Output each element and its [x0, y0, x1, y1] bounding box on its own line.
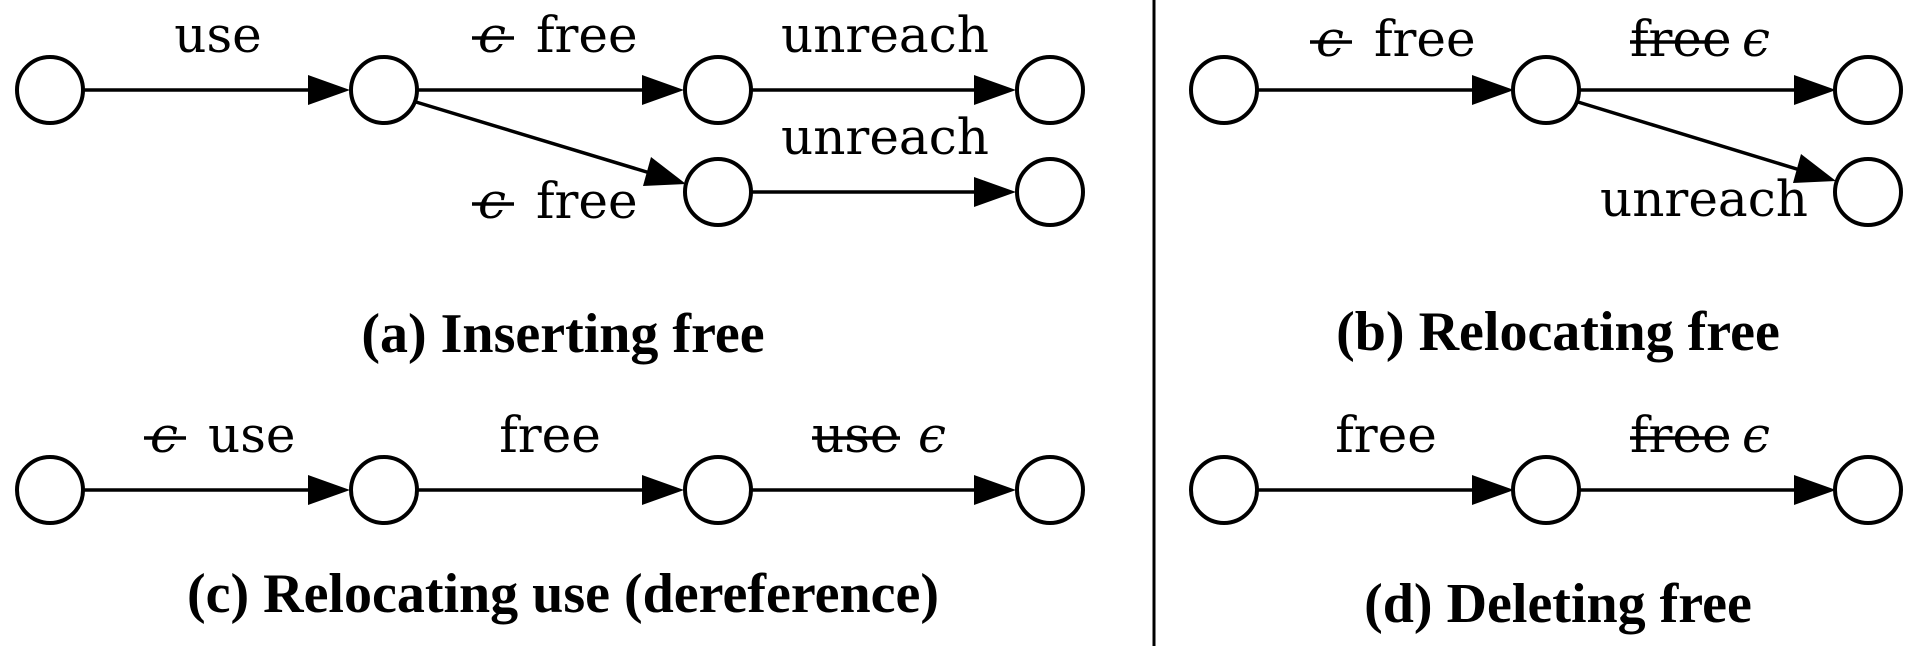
state-node [1189, 55, 1259, 125]
arrowhead [1794, 475, 1836, 505]
state-node [1511, 455, 1581, 525]
state-node [683, 157, 753, 227]
caption-a: (a) Inserting free [361, 303, 764, 365]
epsilon-symbol: ϵ [1316, 10, 1344, 68]
state-node [1015, 55, 1085, 125]
epsilon-symbol: ϵ [1742, 10, 1770, 68]
panel-c: ϵ use free use ϵ (c) Relocating use (der… [15, 406, 1085, 625]
edge-label-use: use [174, 6, 261, 64]
edge-label-use-struck: use [812, 406, 899, 464]
state-node [1015, 157, 1085, 227]
epsilon-symbol: ϵ [918, 406, 946, 464]
arrowhead [308, 75, 350, 105]
epsilon-symbol: ϵ [478, 172, 506, 230]
caption-b: (b) Relocating free [1336, 301, 1780, 363]
edge-label-free: free [536, 172, 638, 230]
arrowhead [642, 475, 684, 505]
arrowhead [1793, 154, 1836, 183]
caption-c: (c) Relocating use (dereference) [187, 563, 939, 625]
state-node [1015, 455, 1085, 525]
arrowhead [974, 177, 1016, 207]
edge-label-free: free [1335, 406, 1437, 464]
state-node [1833, 55, 1903, 125]
edge-label-unreach: unreach [781, 6, 989, 64]
panel-a: use ϵ free unreach ϵ free unreach (a) In… [15, 6, 1085, 365]
state-node [15, 455, 85, 525]
arrowhead [1472, 75, 1514, 105]
edge-label-free: free [536, 6, 638, 64]
edge-b-unreach [1577, 100, 1801, 172]
panel-b: ϵ free free ϵ unreach (b) Relocating fre… [1189, 10, 1903, 363]
state-node [683, 55, 753, 125]
edge-label-use: use [208, 406, 295, 464]
arrowhead [1472, 475, 1514, 505]
panel-d: free free ϵ (d) Deleting free [1189, 406, 1903, 635]
arrowhead [308, 475, 350, 505]
state-node [349, 55, 419, 125]
edge-label-free: free [1374, 10, 1476, 68]
arrowhead [1794, 75, 1836, 105]
state-node [1833, 455, 1903, 525]
arrowhead [974, 75, 1016, 105]
edge-label-free-struck: free [1630, 406, 1732, 464]
epsilon-symbol: ϵ [150, 406, 178, 464]
arrowhead [974, 475, 1016, 505]
edge-label-unreach: unreach [1600, 170, 1808, 228]
state-node [349, 455, 419, 525]
caption-d: (d) Deleting free [1364, 573, 1752, 635]
edge-label-free: free [499, 406, 601, 464]
state-node [1511, 55, 1581, 125]
epsilon-symbol: ϵ [478, 6, 506, 64]
edge-label-free-struck: free [1630, 10, 1732, 68]
arrowhead [642, 75, 684, 105]
arrowhead [643, 157, 686, 186]
state-node [1189, 455, 1259, 525]
edge-label-unreach: unreach [781, 108, 989, 166]
state-node [1833, 157, 1903, 227]
edge-a-free-bottom [415, 100, 651, 175]
state-node [683, 455, 753, 525]
epsilon-symbol: ϵ [1742, 406, 1770, 464]
state-node [15, 55, 85, 125]
